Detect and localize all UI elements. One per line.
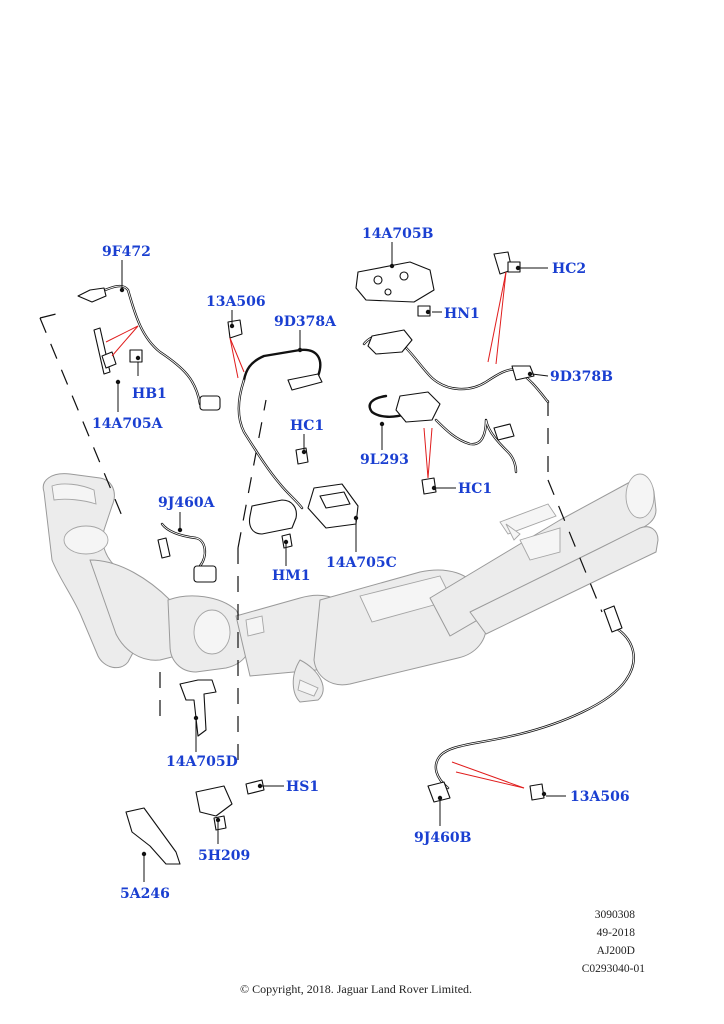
harness-9d378a: [237, 348, 323, 510]
label-9j460a: 9J460A: [158, 495, 216, 511]
module-hm1: [248, 499, 297, 549]
label-9d378b: 9D378B: [550, 369, 613, 385]
label-9l293: 9L293: [360, 452, 409, 468]
label-14a705a: 14A705A: [92, 416, 164, 432]
connector-13a506-bottom: [529, 783, 545, 801]
bracket-14a705c: [307, 483, 359, 529]
copyright-notice: © Copyright, 2018. Jaguar Land Rover Lim…: [240, 982, 472, 996]
bracket-5h209: [195, 779, 265, 831]
bracket-5a246: [125, 807, 181, 865]
label-hb1: HB1: [132, 386, 167, 402]
label-9d378a: 9D378A: [274, 314, 337, 330]
leader-lines: [115, 242, 566, 882]
dashed-indicator-lines: [39, 311, 603, 760]
diagram-metadata: 3090308 49-2018 AJ200D C0293040-01: [582, 909, 646, 975]
label-5a246: 5A246: [120, 886, 170, 902]
label-hc1-mid: HC1: [290, 418, 324, 434]
bracket-14a705d: [179, 679, 217, 737]
connector-hc1-mid: [295, 447, 309, 465]
callout-labels: 9F472 HB1 14A705A 13A506 9D378A HC1 HM1 …: [92, 226, 630, 902]
red-leader-lines: [105, 271, 525, 789]
label-14a705d: 14A705D: [166, 754, 238, 770]
label-13a506-top: 13A506: [206, 294, 266, 310]
label-14a705c: 14A705C: [326, 555, 397, 571]
label-hc1-right: HC1: [458, 481, 492, 497]
module-9l293: [368, 391, 518, 474]
meta-line-4: C0293040-01: [582, 963, 646, 975]
exhaust-assembly-illustration: [42, 473, 659, 703]
label-hc2: HC2: [552, 261, 586, 277]
connector-hc1-right: [421, 477, 437, 495]
harness-9d378b: [362, 329, 550, 404]
bracket-14a705b: [355, 261, 435, 317]
label-14a705b: 14A705B: [362, 226, 434, 242]
label-13a506-bottom: 13A506: [570, 789, 630, 805]
label-hn1: HN1: [444, 306, 480, 322]
label-9j460b: 9J460B: [414, 830, 472, 846]
meta-line-3: AJ200D: [597, 945, 635, 957]
label-hs1: HS1: [286, 779, 319, 795]
connector-13a506-top: [227, 319, 243, 339]
sensor-9j460a: [157, 522, 217, 583]
label-9f472: 9F472: [102, 244, 151, 260]
label-hm1: HM1: [272, 568, 310, 584]
meta-line-2: 49-2018: [597, 927, 636, 939]
label-5h209: 5H209: [198, 848, 250, 864]
sensor-9j460b: [427, 605, 635, 803]
connector-hc2: [493, 251, 521, 275]
sensor-9f472: [77, 284, 221, 411]
meta-line-1: 3090308: [595, 909, 636, 921]
